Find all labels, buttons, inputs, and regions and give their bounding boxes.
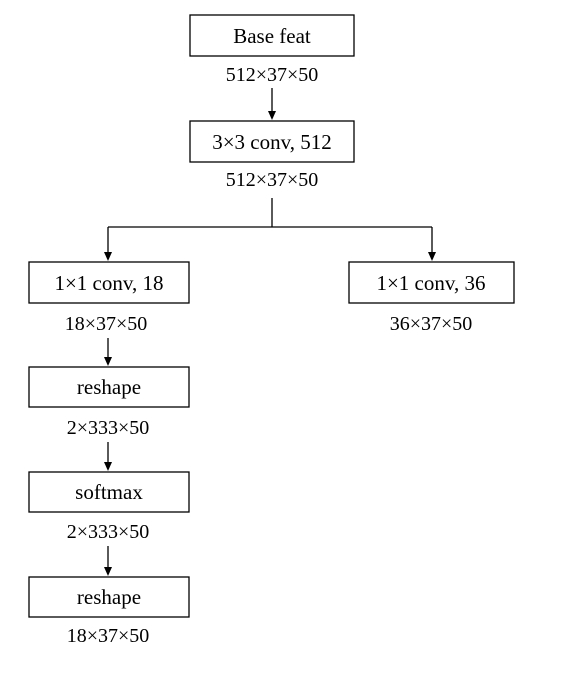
arrowhead bbox=[428, 252, 436, 261]
reshape-2-dims: 18×37×50 bbox=[67, 625, 150, 647]
softmax-dims: 2×333×50 bbox=[67, 521, 150, 543]
softmax-box bbox=[28, 471, 190, 513]
edge-conv18-to-reshape1 bbox=[104, 338, 112, 366]
reshape-1-label: reshape bbox=[77, 375, 141, 399]
arrowhead bbox=[104, 567, 112, 576]
edge-conv3x3-split bbox=[104, 198, 436, 261]
conv1x1-18-label: 1×1 conv, 18 bbox=[54, 271, 163, 295]
softmax-label: softmax bbox=[75, 480, 143, 504]
node-softmax: softmax bbox=[28, 471, 190, 513]
base-feat-label: Base feat bbox=[233, 24, 311, 48]
edge-softmax-to-reshape2 bbox=[104, 546, 112, 576]
conv3x3-label: 3×3 conv, 512 bbox=[212, 130, 332, 154]
reshape-2-box bbox=[28, 576, 190, 618]
reshape-1-dims: 2×333×50 bbox=[67, 417, 150, 439]
base-feat-box bbox=[189, 14, 355, 57]
conv1x1-18-dims: 18×37×50 bbox=[65, 313, 148, 335]
node-conv1x1-18: 1×1 conv, 18 bbox=[28, 261, 190, 304]
conv3x3-box bbox=[189, 120, 355, 163]
edge-reshape1-to-softmax bbox=[104, 442, 112, 471]
reshape-1-box bbox=[28, 366, 190, 408]
conv1x1-18-box bbox=[28, 261, 190, 304]
node-conv1x1-36: 1×1 conv, 36 bbox=[348, 261, 515, 304]
conv1x1-36-box bbox=[348, 261, 515, 304]
arrowhead bbox=[268, 111, 276, 120]
arrowhead bbox=[104, 252, 112, 261]
conv1x1-36-label: 1×1 conv, 36 bbox=[376, 271, 485, 295]
reshape-2-label: reshape bbox=[77, 585, 141, 609]
conv3x3-dims: 512×37×50 bbox=[226, 169, 319, 191]
arrowhead bbox=[104, 462, 112, 471]
edge-base-to-conv3x3 bbox=[268, 88, 276, 120]
arrowhead bbox=[104, 357, 112, 366]
node-reshape-1: reshape bbox=[28, 366, 190, 408]
node-conv3x3: 3×3 conv, 512 bbox=[189, 120, 355, 163]
base-feat-dims: 512×37×50 bbox=[226, 64, 319, 86]
node-base-feat: Base feat bbox=[189, 14, 355, 57]
node-reshape-2: reshape bbox=[28, 576, 190, 618]
conv1x1-36-dims: 36×37×50 bbox=[390, 313, 473, 335]
